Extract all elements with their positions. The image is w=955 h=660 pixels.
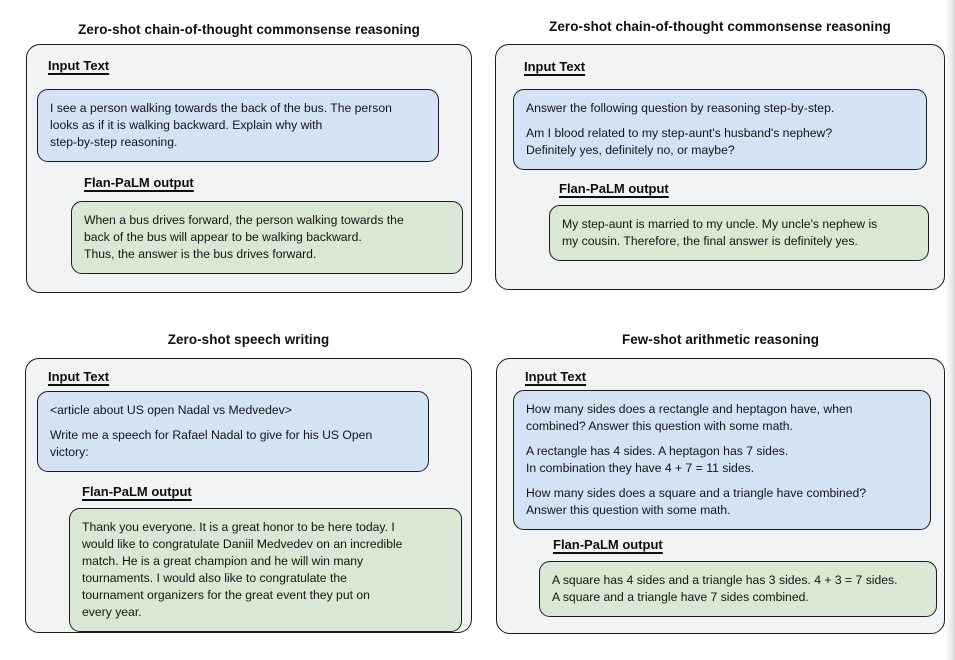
panel-title: Zero-shot chain-of-thought commonsense r… (78, 22, 420, 37)
text-paragraph: I see a person walking towards the back … (50, 101, 392, 149)
flan-palm-output-label: Flan-PaLM output (559, 181, 669, 196)
text-paragraph: When a bus drives forward, the person wa… (84, 213, 404, 261)
page-edge-shadow (945, 0, 955, 660)
text-paragraph: Am I blood related to my step-aunt's hus… (526, 126, 833, 157)
text-paragraph: A square has 4 sides and a triangle has … (552, 573, 898, 604)
input-text-label: Input Text (48, 369, 110, 384)
input-text-label: Input Text (525, 369, 587, 384)
text-paragraph: How many sides does a rectangle and hept… (526, 402, 853, 433)
example-panel: Input Text How many sides does a rectang… (496, 358, 945, 634)
input-text-label: Input Text (524, 59, 586, 74)
flan-palm-output-label: Flan-PaLM output (84, 175, 194, 190)
input-text-box: How many sides does a rectangle and hept… (513, 390, 931, 530)
text-paragraph: Write me a speech for Rafael Nadal to gi… (50, 428, 373, 459)
input-text-box: <article about US open Nadal vs Medvedev… (37, 391, 429, 472)
panel-title: Zero-shot speech writing (167, 332, 330, 347)
model-output-box: A square has 4 sides and a triangle has … (539, 561, 937, 617)
input-text-box: I see a person walking towards the back … (37, 89, 439, 162)
panel-title: Few-shot arithmetic reasoning (621, 332, 820, 347)
input-text-box: Answer the following question by reasoni… (513, 89, 927, 170)
text-paragraph: Answer the following question by reasoni… (526, 101, 835, 115)
input-text-label: Input Text (48, 58, 110, 73)
text-paragraph: How many sides does a square and a trian… (526, 486, 867, 517)
flan-palm-output-label: Flan-PaLM output (553, 537, 663, 552)
example-panel: Input Text <article about US open Nadal … (25, 358, 472, 633)
model-output-box: When a bus drives forward, the person wa… (71, 201, 463, 274)
text-paragraph: Thank you everyone. It is a great honor … (82, 520, 403, 619)
flan-palm-output-label: Flan-PaLM output (82, 484, 192, 499)
model-output-box: Thank you everyone. It is a great honor … (69, 508, 462, 632)
example-panel: Input Text I see a person walking toward… (26, 44, 472, 293)
panel-title: Zero-shot chain-of-thought commonsense r… (549, 19, 891, 34)
text-paragraph: A rectangle has 4 sides. A heptagon has … (526, 444, 789, 475)
example-panel: Input Text Answer the following question… (495, 44, 945, 290)
text-paragraph: My step-aunt is married to my uncle. My … (562, 217, 878, 248)
text-paragraph: <article about US open Nadal vs Medvedev… (50, 403, 292, 417)
model-output-box: My step-aunt is married to my uncle. My … (549, 205, 929, 261)
